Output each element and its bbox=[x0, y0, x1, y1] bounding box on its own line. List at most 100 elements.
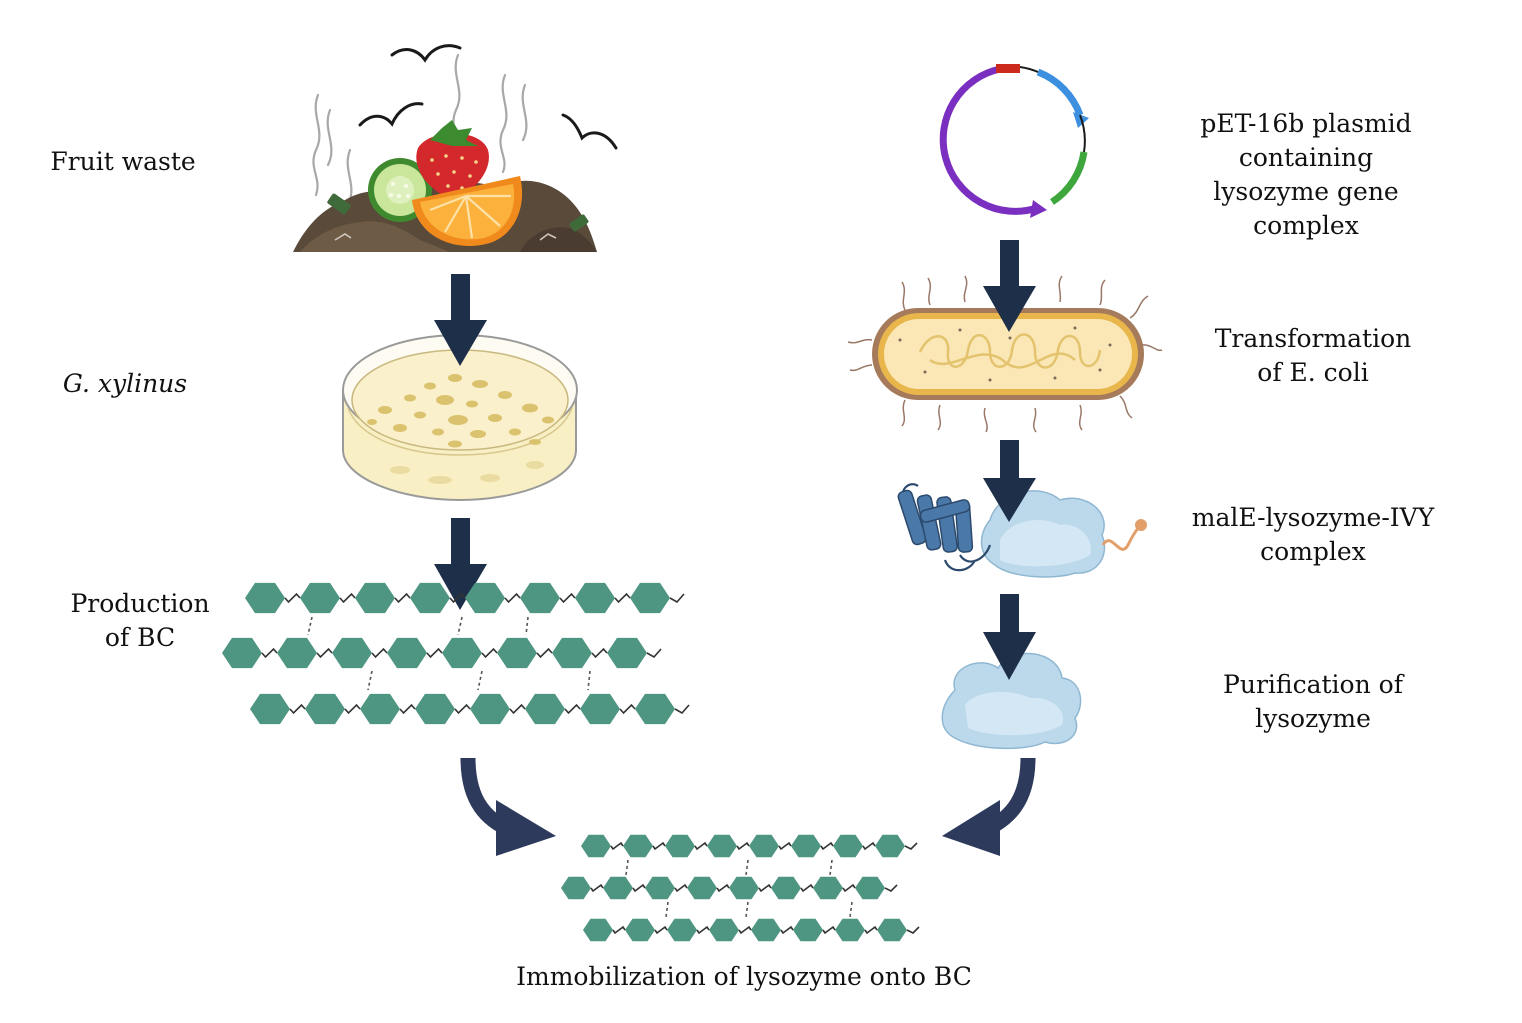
bc-chain-linkage bbox=[261, 647, 662, 659]
label-purification: Purification of lysozyme bbox=[1200, 668, 1426, 736]
glucose-hexagon bbox=[250, 693, 290, 725]
purification-line-1: Purification of bbox=[1223, 670, 1403, 699]
hydrogen-bond bbox=[829, 859, 833, 876]
arrow-fruit-to-petri bbox=[434, 274, 487, 366]
glucose-hexagon bbox=[855, 876, 885, 900]
label-fruit-waste: Fruit waste bbox=[40, 145, 206, 179]
glucose-hexagon bbox=[607, 637, 647, 669]
label-male-complex: malE-lysozyme-IVY complex bbox=[1178, 501, 1448, 569]
glucose-hexagon bbox=[525, 693, 565, 725]
purification-line-2: lysozyme bbox=[1255, 704, 1371, 733]
glucose-hexagon bbox=[552, 637, 592, 669]
glucose-hexagon bbox=[667, 918, 697, 942]
glucose-hexagon bbox=[470, 693, 510, 725]
immob-chain-row bbox=[581, 834, 918, 858]
bc-chain-row bbox=[222, 637, 662, 669]
down-arrows bbox=[434, 240, 1036, 680]
glucose-hexagon bbox=[707, 834, 737, 858]
glucose-hexagon bbox=[222, 637, 262, 669]
plasmid-line-1: pET-16b plasmid bbox=[1200, 109, 1412, 138]
immobilization-text: Immobilization of lysozyme onto BC bbox=[516, 962, 972, 991]
glucose-hexagon bbox=[442, 637, 482, 669]
bc-chain-linkage bbox=[284, 592, 685, 604]
glucose-hexagon bbox=[771, 876, 801, 900]
glucose-hexagon bbox=[793, 918, 823, 942]
hydrogen-bond bbox=[745, 901, 749, 918]
hydrogen-bond bbox=[745, 859, 749, 876]
complex-line-2: complex bbox=[1260, 537, 1366, 566]
immob-chain-row bbox=[561, 876, 898, 900]
glucose-hexagon bbox=[277, 637, 317, 669]
immobilized-cellulose-chains bbox=[561, 834, 920, 942]
glucose-hexagon bbox=[245, 582, 285, 614]
glucose-hexagon bbox=[581, 834, 611, 858]
glucose-hexagon bbox=[749, 834, 779, 858]
immob-chain-row bbox=[583, 918, 920, 942]
glucose-hexagon bbox=[791, 834, 821, 858]
bc-chain-row bbox=[245, 582, 685, 614]
fruit-waste-text: Fruit waste bbox=[50, 147, 196, 176]
arrow-petri-to-bc bbox=[434, 518, 487, 610]
glucose-hexagon bbox=[645, 876, 675, 900]
glucose-hexagon bbox=[665, 834, 695, 858]
label-transformation: Transformation of E. coli bbox=[1190, 322, 1436, 390]
production-line-2: of BC bbox=[104, 623, 176, 652]
glucose-hexagon bbox=[580, 693, 620, 725]
glucose-hexagon bbox=[561, 876, 591, 900]
fruit-waste-icon bbox=[293, 44, 618, 252]
glucose-hexagon bbox=[729, 876, 759, 900]
hydrogen-bond bbox=[587, 670, 591, 691]
transformation-line-1: Transformation bbox=[1214, 324, 1412, 353]
glucose-hexagon bbox=[415, 693, 455, 725]
bc-chain-linkage bbox=[289, 703, 690, 715]
glucose-hexagon bbox=[355, 582, 395, 614]
glucose-hexagon bbox=[687, 876, 717, 900]
label-production-of-bc: Production of BC bbox=[60, 587, 220, 655]
arrow-ecoli-to-complex bbox=[983, 440, 1036, 522]
glucose-hexagon bbox=[623, 834, 653, 858]
transformation-line-2: of E. coli bbox=[1257, 358, 1369, 387]
glucose-hexagon bbox=[877, 918, 907, 942]
ecoli-cell-icon bbox=[847, 275, 1163, 433]
glucose-hexagon bbox=[630, 582, 670, 614]
glucose-hexagon bbox=[635, 693, 675, 725]
lysozyme-cloud-icon bbox=[941, 652, 1082, 750]
glucose-hexagon bbox=[813, 876, 843, 900]
plasmid-line-4: complex bbox=[1253, 211, 1359, 240]
curved-arrow-left bbox=[460, 757, 556, 856]
immob-chain-linkage bbox=[610, 841, 918, 851]
arrow-plasmid-to-ecoli bbox=[983, 240, 1036, 332]
glucose-hexagon bbox=[751, 918, 781, 942]
hydrogen-bond bbox=[307, 616, 313, 636]
curved-arrow-right bbox=[942, 757, 1036, 856]
glucose-hexagon bbox=[835, 918, 865, 942]
immob-chain-linkage bbox=[590, 883, 898, 893]
hydrogen-bond bbox=[367, 670, 373, 691]
hydrogen-bond bbox=[477, 670, 483, 691]
arrow-complex-to-purified bbox=[983, 594, 1036, 680]
glucose-hexagon bbox=[583, 918, 613, 942]
glucose-hexagon bbox=[709, 918, 739, 942]
glucose-hexagon bbox=[410, 582, 450, 614]
immob-chain-linkage bbox=[612, 925, 920, 935]
g-xylinus-text: G. xylinus bbox=[62, 369, 188, 398]
glucose-hexagon bbox=[465, 582, 505, 614]
glucose-hexagon bbox=[332, 637, 372, 669]
complex-line-1: malE-lysozyme-IVY bbox=[1191, 503, 1435, 532]
glucose-hexagon bbox=[520, 582, 560, 614]
bacterial-cellulose-chains bbox=[222, 582, 690, 725]
bc-chain-row bbox=[250, 693, 690, 725]
glucose-hexagon bbox=[387, 637, 427, 669]
hydrogen-bond bbox=[849, 901, 853, 918]
petri-dish-icon bbox=[342, 334, 578, 502]
glucose-hexagon bbox=[603, 876, 633, 900]
glucose-hexagon bbox=[497, 637, 537, 669]
production-line-1: Production bbox=[70, 589, 210, 618]
plasmid-line-3: lysozyme gene bbox=[1213, 177, 1399, 206]
glucose-hexagon bbox=[360, 693, 400, 725]
hydrogen-bond bbox=[457, 616, 463, 636]
glucose-hexagon bbox=[300, 582, 340, 614]
label-g-xylinus: G. xylinus bbox=[40, 367, 210, 401]
hydrogen-bond bbox=[625, 859, 629, 876]
